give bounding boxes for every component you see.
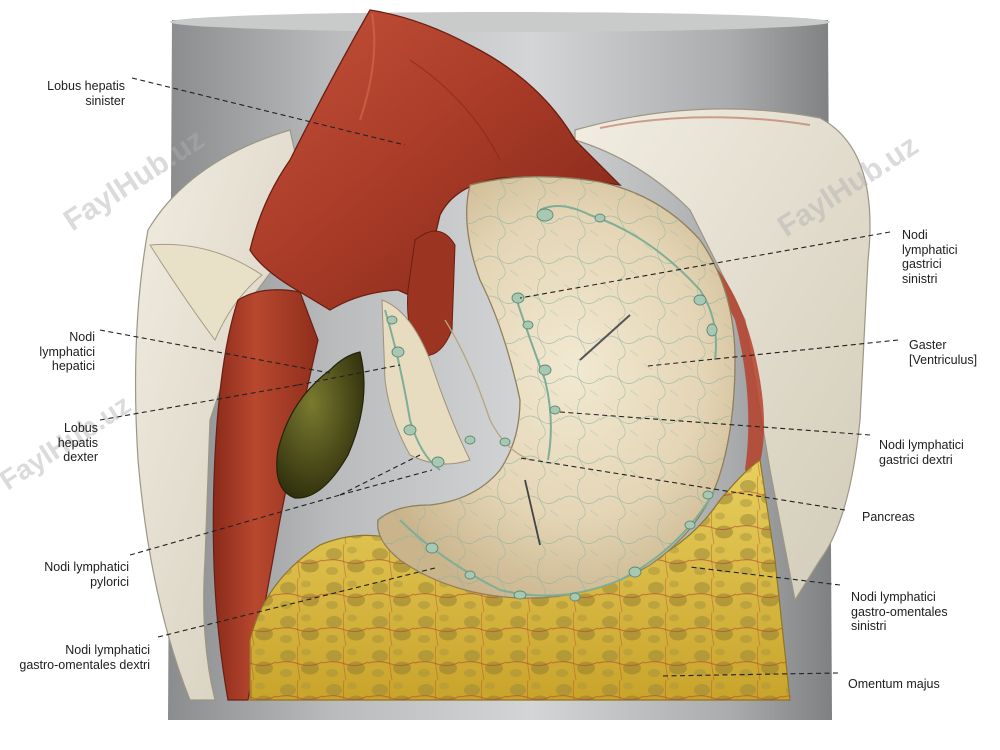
label-nodi-lymphatici-hepatici: Nodi lymphatici hepatici bbox=[39, 330, 95, 373]
leader-lines bbox=[99, 77, 899, 677]
leader-nodi-gastrici-dextri bbox=[559, 411, 871, 436]
label-gaster-ventriculus: Gaster [Ventriculus] bbox=[909, 338, 978, 367]
label-omentum-majus: Omentum majus bbox=[848, 677, 940, 691]
leader-omentum-majus bbox=[659, 672, 839, 677]
label-nodi-lymphatici-pylorici: Nodi lymphatici pylorici bbox=[44, 560, 129, 589]
label-nodi-lymphatici-gastrici-sinistri: Nodi lymphatici gastrici sinistri bbox=[902, 228, 958, 286]
gallbladder bbox=[276, 351, 365, 499]
leader-pancreas bbox=[519, 457, 846, 511]
peritoneum-right-side bbox=[134, 129, 311, 701]
leader-nodi-pylorici-b bbox=[339, 454, 421, 496]
leader-lobus-hepatis-dexter-b bbox=[297, 364, 401, 386]
label-lobus-hepatis-dexter: Lobus hepatis dexter bbox=[57, 421, 98, 464]
label-nodi-lymphatici-gastrici-dextri: Nodi lymphatici gastrici dextri bbox=[879, 438, 964, 467]
lesser-omentum bbox=[381, 299, 471, 465]
leader-lobus-hepatis-sinister bbox=[131, 77, 406, 146]
peritoneum-left-side bbox=[574, 108, 871, 602]
lymph-chains bbox=[384, 205, 718, 602]
label-lobus-hepatis-sinister: Lobus hepatis sinister bbox=[47, 79, 125, 108]
liver-left-lobe bbox=[249, 9, 622, 311]
label-nodi-lymphatici-gastro-omentales-sinistri: Nodi lymphatici gastro-omentales sinistr… bbox=[851, 590, 948, 633]
leader-nodi-gastrici-sinistri bbox=[519, 231, 891, 299]
leader-nodi-hepatici bbox=[99, 329, 331, 374]
liver-quadrate-lobe bbox=[407, 230, 456, 357]
liver-right-lobe bbox=[212, 289, 319, 701]
label-pancreas: Pancreas bbox=[862, 510, 915, 524]
leader-nodi-pylorici-a bbox=[129, 494, 341, 556]
label-nodi-lymphatici-gastro-omentales-dextri: Nodi lymphatici gastro-omentales dextri bbox=[19, 643, 150, 672]
leader-nodi-pylorici-c bbox=[339, 469, 433, 496]
